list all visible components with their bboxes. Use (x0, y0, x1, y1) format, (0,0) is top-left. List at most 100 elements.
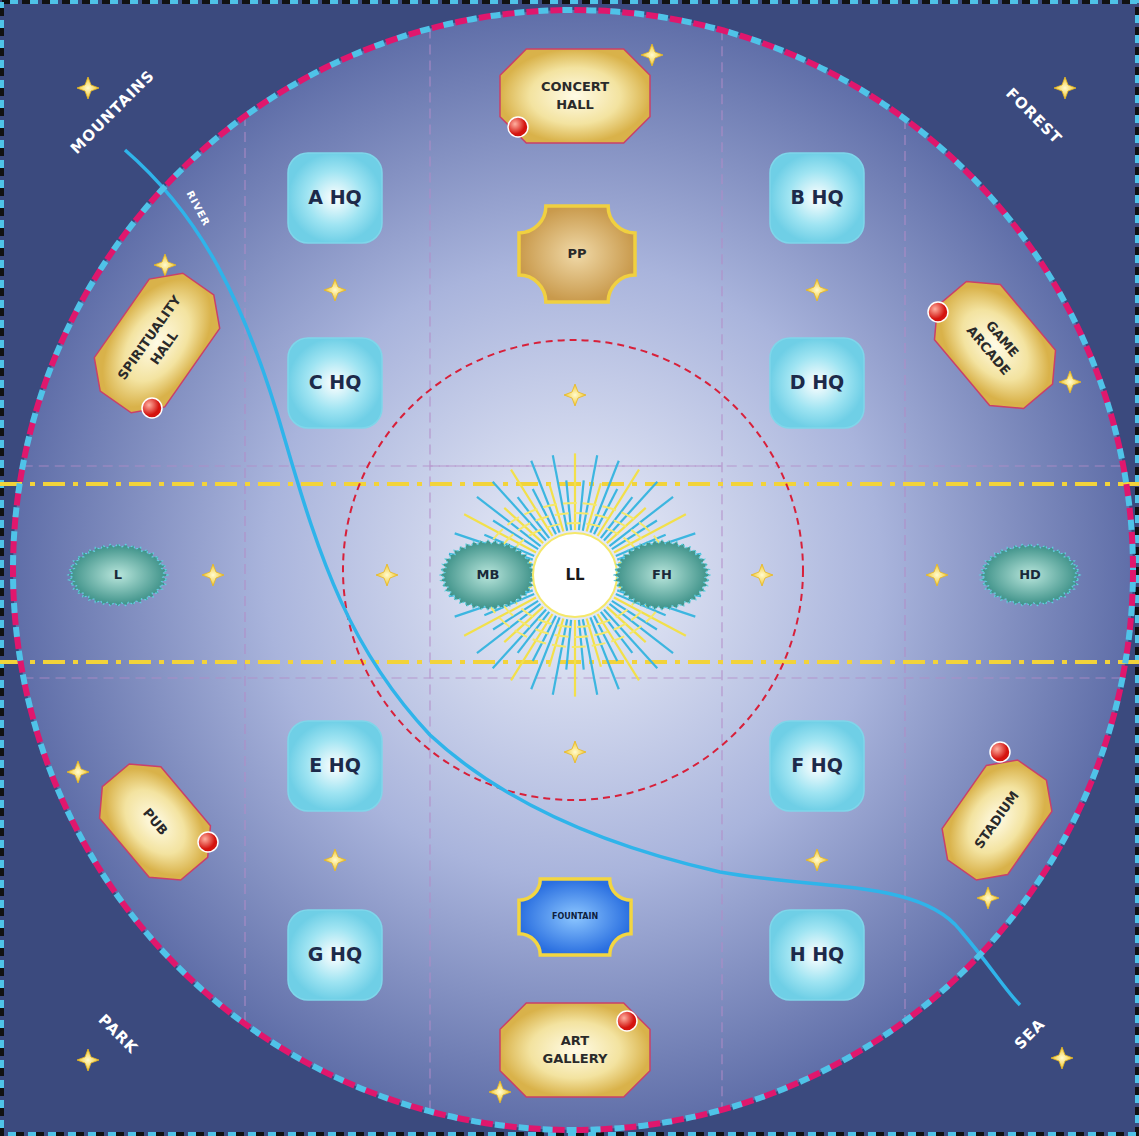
star-marker (376, 564, 398, 586)
district-ellipse: FH (614, 540, 710, 610)
location-dot (617, 1011, 637, 1031)
headquarters-box: C HQ (287, 337, 383, 429)
node-text-group: C HQ (309, 370, 362, 396)
node-text-group: B HQ (790, 185, 843, 211)
node-text-group: ART GALLERY (533, 1032, 618, 1067)
building-octagon: SPIRITUALITY HALL (80, 259, 233, 426)
star-marker (77, 1049, 99, 1071)
node-text-group: CONCERT HALL (533, 78, 618, 113)
star-marker (564, 384, 586, 406)
star-marker (751, 564, 773, 586)
river (125, 150, 1020, 1005)
node-label: PP (567, 245, 586, 263)
star-marker (926, 564, 948, 586)
region-label: PARK (95, 1011, 142, 1058)
node-label: LL (565, 565, 584, 585)
star-marker (806, 279, 828, 301)
headquarters-box: A HQ (287, 152, 383, 244)
node-label: L (114, 566, 122, 584)
star-marker (977, 887, 999, 909)
location-dot (508, 117, 528, 137)
node-text-group: A HQ (308, 185, 361, 211)
node-label: G HQ (308, 942, 362, 968)
node-label: H HQ (790, 942, 845, 968)
star-marker (202, 564, 224, 586)
building-octagon-outline (500, 1003, 650, 1097)
headquarters-box: B HQ (769, 152, 865, 244)
node-label: HD (1019, 566, 1041, 584)
building-octagon: STADIUM (929, 747, 1065, 893)
star-marker (77, 77, 99, 99)
district-ellipse: L (68, 544, 168, 606)
node-label: B HQ (790, 185, 843, 211)
node-text-group: E HQ (309, 753, 361, 779)
node-text-group: D HQ (790, 370, 844, 396)
plaza-shape: PP (519, 206, 635, 302)
node-text-group: FH (652, 566, 672, 584)
node-text-group: LL (565, 565, 584, 585)
node-text-group: F HQ (791, 753, 843, 779)
node-label: MB (477, 566, 500, 584)
star-marker (489, 1081, 511, 1103)
node-label: ART GALLERY (533, 1032, 618, 1067)
node-text-group: HD (1019, 566, 1041, 584)
star-marker (324, 279, 346, 301)
star-marker (1051, 1047, 1073, 1069)
star-marker (67, 761, 89, 783)
city-border (13, 10, 1133, 1130)
region-label: SEA (1011, 1015, 1049, 1053)
headquarters-box: E HQ (287, 720, 383, 812)
center-circle: LL (532, 532, 618, 618)
region-label: MOUNTAINS (66, 66, 157, 157)
location-dot (142, 398, 162, 418)
star-marker (324, 849, 346, 871)
location-dot (990, 742, 1010, 762)
star-marker (1054, 77, 1076, 99)
star-marker (1059, 371, 1081, 393)
headquarters-box: F HQ (769, 720, 865, 812)
node-text-group: MB (477, 566, 500, 584)
location-dot (928, 302, 948, 322)
node-label: FOUNTAIN (552, 912, 598, 923)
building-octagon: CONCERT HALL (500, 49, 650, 143)
building-octagon: GAME ARCADE (919, 266, 1071, 424)
building-octagon: PUB (85, 750, 225, 895)
star-markers (67, 44, 1081, 1103)
district-ellipse: MB (440, 540, 536, 610)
node-text-group: FOUNTAIN (552, 912, 598, 923)
node-label: E HQ (309, 753, 361, 779)
road-line (0, 660, 1139, 664)
road-line (0, 482, 1139, 486)
river-label: RIVER (184, 188, 212, 227)
node-label: CONCERT HALL (533, 78, 618, 113)
headquarters-box: D HQ (769, 337, 865, 429)
star-marker (641, 44, 663, 66)
node-text-group: G HQ (308, 942, 362, 968)
node-label: FH (652, 566, 672, 584)
region-label: FOREST (1002, 84, 1066, 148)
node-text-group: L (114, 566, 122, 584)
city-disc (13, 10, 1133, 1130)
node-text-group: H HQ (790, 942, 845, 968)
location-dot (198, 832, 218, 852)
city-border (13, 10, 1133, 1130)
fountain-shape: FOUNTAIN (519, 879, 631, 955)
inner-ring (343, 340, 803, 800)
headquarters-box: H HQ (769, 909, 865, 1001)
star-marker (564, 741, 586, 763)
building-octagon: ART GALLERY (500, 1003, 650, 1097)
node-label: C HQ (309, 370, 362, 396)
building-octagon-outline (500, 49, 650, 143)
star-marker (806, 849, 828, 871)
grid-lines (23, 29, 1124, 1112)
node-label: A HQ (308, 185, 361, 211)
node-text-group: PP (567, 245, 586, 263)
headquarters-box: G HQ (287, 909, 383, 1001)
star-marker (154, 254, 176, 276)
sunburst (447, 453, 703, 696)
node-label: F HQ (791, 753, 843, 779)
district-ellipse: HD (980, 544, 1080, 606)
